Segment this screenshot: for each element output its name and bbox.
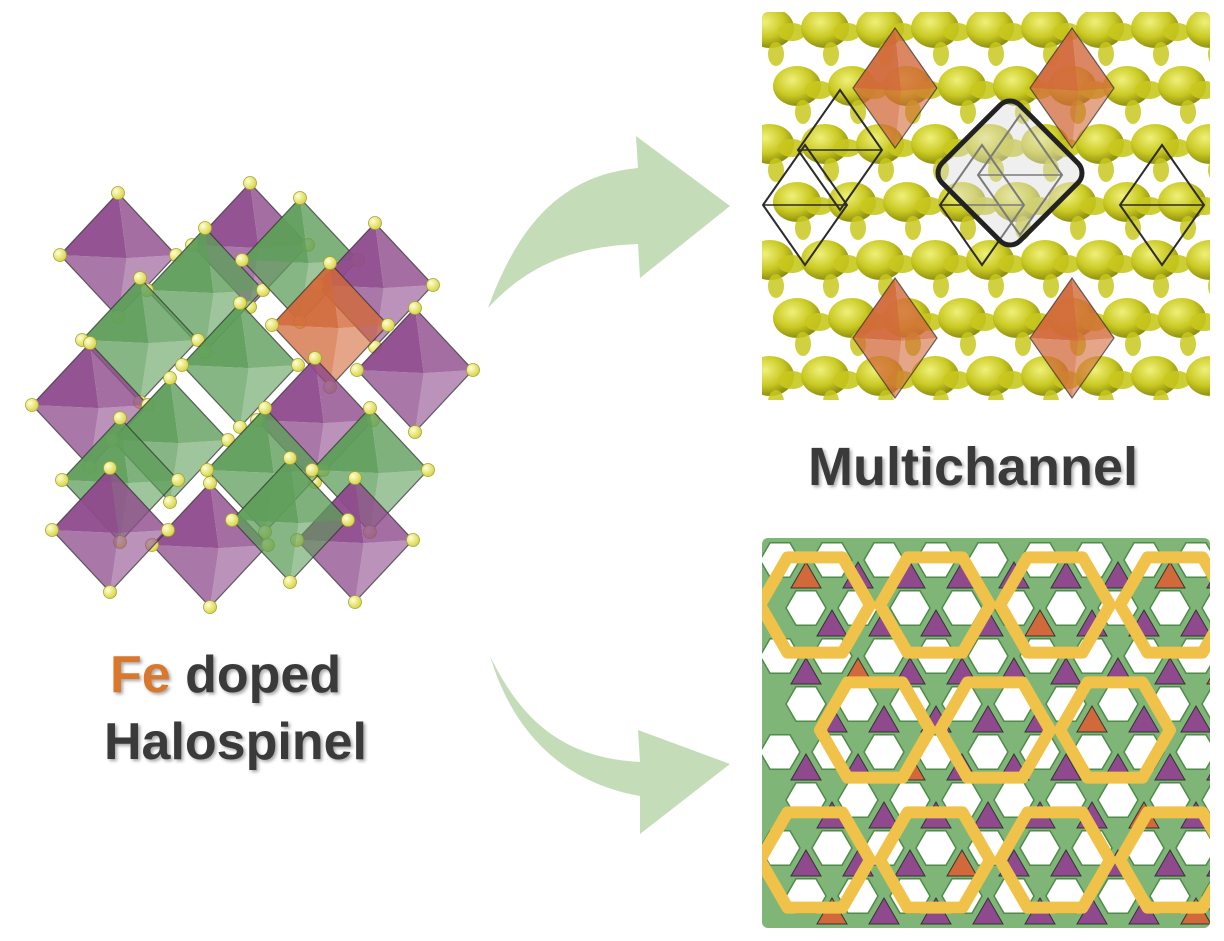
lattice-octahedron (790, 848, 822, 877)
channel-void (863, 733, 905, 771)
channel-void (1201, 877, 1210, 915)
highlighted-site (935, 98, 1085, 248)
channel-void (1201, 781, 1210, 819)
channel-void (1149, 589, 1191, 627)
channel-void (1201, 589, 1210, 627)
crystal-octahedron (45, 461, 175, 599)
lower-curved-arrow-icon (490, 656, 730, 834)
dopant-octahedron (1029, 276, 1115, 400)
channel-void (811, 829, 853, 867)
empty-site-octahedron (976, 113, 1064, 237)
hexagonal-channel-lattice-icon (762, 538, 1210, 928)
lattice-octahedron (1050, 656, 1082, 685)
lattice-octahedron (816, 608, 848, 637)
diffusion-channel-path (874, 806, 996, 914)
channel-void (889, 589, 931, 627)
diffusion-channel-path (1114, 806, 1210, 914)
lattice-octahedron (972, 800, 1004, 829)
diffusion-channel-path (762, 551, 876, 659)
lattice-octahedron (868, 704, 900, 733)
density-blob (1186, 240, 1210, 280)
lattice-octahedron (868, 800, 900, 829)
density-blob (1186, 356, 1210, 396)
diffusion-channel-path (874, 551, 996, 659)
channel-void (785, 685, 827, 723)
lattice-octahedron (946, 848, 978, 877)
diffusion-channel-path (994, 806, 1116, 914)
lattice-octahedron (1024, 608, 1056, 637)
diffusion-channel-path (1054, 676, 1176, 784)
dopant-octahedron (852, 26, 938, 150)
lattice-octahedron (1154, 752, 1186, 781)
doped-word-text: doped (185, 646, 342, 704)
density-blob (1186, 12, 1210, 48)
channel-void (1045, 589, 1087, 627)
lattice-octahedron (868, 896, 900, 925)
lattice-octahedron (1154, 560, 1186, 589)
lattice-octahedron (972, 896, 1004, 925)
channel-void (785, 589, 827, 627)
lattice-octahedron (972, 704, 1004, 733)
lattice-octahedron (894, 848, 926, 877)
lattice-octahedron (1154, 848, 1186, 877)
multichannel-label: Multichannel (808, 437, 1139, 497)
empty-site-octahedron (762, 143, 849, 267)
density-blob (1213, 66, 1224, 106)
crystal-octahedron (225, 451, 355, 589)
empty-site-octahedron (938, 143, 1026, 267)
lattice-octahedron (790, 752, 822, 781)
diffusion-channel-path (814, 676, 936, 784)
channel-void (967, 637, 1009, 675)
empty-site-octahedron (1118, 143, 1206, 267)
lattice-octahedron (1128, 704, 1160, 733)
channel-void (915, 829, 957, 867)
diffusion-channel-path (934, 676, 1056, 784)
lattice-octahedron (1180, 608, 1210, 637)
channel-void (1175, 733, 1210, 771)
channel-void (1175, 829, 1210, 867)
density-blob (1213, 298, 1224, 338)
density-blob (1186, 124, 1210, 164)
density-blob (1213, 182, 1224, 222)
upper-curved-arrow-icon (488, 136, 730, 308)
diffusion-channel-path (1114, 551, 1210, 659)
lattice-octahedron (1180, 704, 1210, 733)
dopant-octahedron (852, 276, 938, 400)
lattice-octahedron (1076, 704, 1108, 733)
lattice-octahedron (1050, 752, 1082, 781)
crystal-octahedron (175, 296, 305, 434)
diffusion-channel-path (994, 551, 1116, 659)
material-label: Halospinel (104, 713, 367, 771)
lattice-octahedron (1050, 560, 1082, 589)
halospinel-crystal-icon (25, 176, 480, 614)
lattice-octahedron (790, 560, 822, 589)
lattice-octahedron (920, 608, 952, 637)
channel-void (1201, 685, 1210, 723)
empty-site-octahedron (796, 88, 884, 212)
lattice-octahedron (1050, 848, 1082, 877)
dopant-element-text: Fe (110, 646, 171, 704)
channel-void (967, 733, 1009, 771)
channel-void (762, 733, 801, 771)
lattice-octahedron (1102, 560, 1134, 589)
lattice-octahedron (1154, 656, 1186, 685)
crystal-octahedron (350, 301, 480, 439)
dopant-label: Fe doped (110, 645, 341, 705)
channel-void (1019, 829, 1061, 867)
lattice-octahedron (790, 656, 822, 685)
ion-density-isosurface-icon (762, 12, 1224, 400)
dopant-octahedron (1029, 26, 1115, 150)
diffusion-channel-path (762, 806, 876, 914)
